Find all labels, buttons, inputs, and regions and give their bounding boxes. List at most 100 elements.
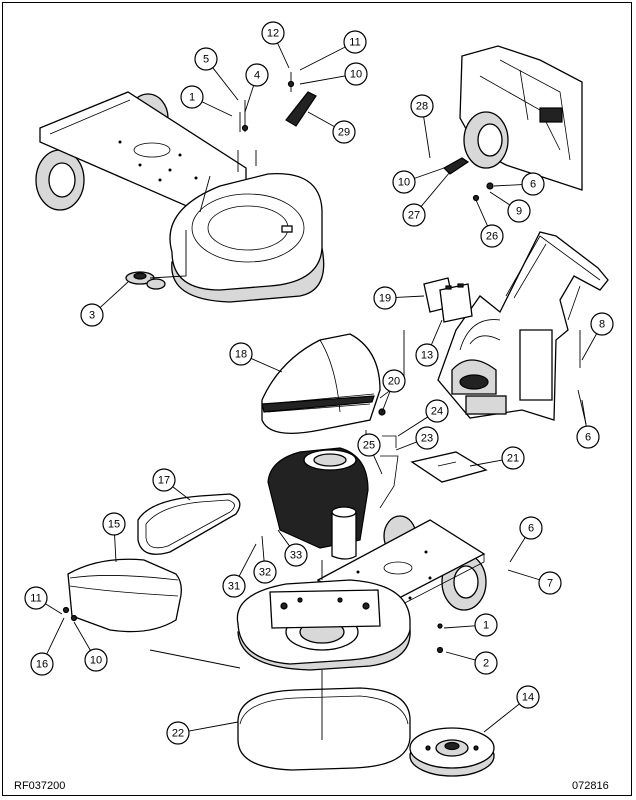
callout-number: 16 (36, 659, 48, 671)
callout-number: 1 (189, 92, 195, 104)
callout-circle (392, 170, 416, 194)
drawing-code-right: 072816 (572, 780, 609, 792)
battery-13 (439, 283, 473, 323)
callout-circle (24, 586, 48, 610)
callout-leader (250, 358, 283, 373)
callout-circle (332, 120, 356, 144)
callout-leader (483, 703, 520, 733)
callout-number: 21 (507, 453, 519, 465)
callout-circle (229, 342, 253, 366)
callout-circle (194, 47, 218, 71)
callout-circle (590, 312, 614, 336)
callout-number: 15 (108, 519, 120, 531)
callout-number: 31 (228, 581, 240, 593)
callout-c-10a: 10 (299, 62, 368, 86)
callout-c-20: 20 (381, 369, 406, 413)
callout-c-7: 7 (507, 569, 562, 595)
callout-circle (245, 63, 269, 87)
callout-circle (576, 425, 600, 449)
callout-number: 23 (421, 433, 433, 445)
callout-leader (423, 116, 431, 159)
callout-leader (277, 42, 290, 69)
callout-number: 6 (530, 179, 536, 191)
chassis-top-left (35, 91, 247, 251)
callout-c-5: 5 (194, 47, 239, 101)
callout-number: 5 (203, 54, 209, 66)
lower-chassis (236, 515, 487, 671)
callout-c-9: 9 (489, 191, 531, 223)
callout-number: 4 (254, 70, 260, 82)
callout-number: 9 (516, 206, 522, 218)
callout-number: 17 (158, 475, 170, 487)
callout-circle (344, 62, 368, 86)
handle-frame-assembly (437, 231, 609, 425)
callout-number: 14 (522, 692, 534, 704)
mounting-bracket (269, 589, 381, 629)
callout-circle (521, 172, 545, 196)
engine-cover-18 (261, 333, 386, 434)
callout-number: 27 (408, 210, 420, 222)
callout-circle (501, 446, 525, 470)
callout-circle (415, 343, 439, 367)
callout-leader (277, 529, 290, 547)
callout-number: 12 (267, 28, 279, 40)
callout-c-2: 2 (445, 651, 498, 675)
callout-leader (45, 603, 63, 615)
callout-leader (420, 171, 451, 207)
callout-leader (212, 67, 239, 101)
callout-c-8: 8 (581, 312, 614, 361)
callout-circle (402, 203, 426, 227)
callout-leader (493, 184, 523, 187)
callout-leader (201, 101, 233, 117)
callout-circle (538, 571, 562, 595)
callout-c-32: 32 (253, 535, 277, 584)
callout-number: 28 (416, 101, 428, 113)
callout-number: 10 (398, 177, 410, 189)
callout-circle (357, 433, 381, 457)
callout-circle (80, 303, 104, 327)
callout-number: 3 (89, 310, 95, 322)
callout-c-4: 4 (244, 63, 269, 113)
callout-c-18: 18 (229, 342, 283, 373)
callout-leader (445, 651, 476, 661)
callout-leader (299, 46, 346, 71)
callout-number: 25 (363, 440, 375, 452)
plate-21 (410, 451, 488, 483)
callout-number: 1 (483, 620, 489, 632)
callout-circle (84, 648, 108, 672)
callout-circle (474, 613, 498, 637)
callout-leader (238, 543, 257, 577)
callout-leader (397, 416, 428, 437)
detail-top-right (443, 45, 583, 202)
callout-number: 6 (528, 523, 534, 535)
callout-leader (475, 199, 488, 227)
battery-group (423, 277, 473, 323)
callout-circle (507, 199, 531, 223)
belt-22 (237, 687, 411, 771)
callout-c-1a: 1 (180, 85, 233, 117)
callout-circle (382, 369, 406, 393)
callout-number: 26 (486, 231, 498, 243)
callout-circle (152, 468, 176, 492)
callout-c-1b: 1 (443, 613, 498, 637)
callouts: 1211541102932861092726198131820624232521… (24, 21, 614, 745)
callout-leader (507, 569, 540, 581)
callout-leader (188, 721, 239, 732)
callout-c-6b: 6 (576, 399, 600, 449)
callout-circle (102, 512, 126, 536)
callout-c-12a: 12 (261, 21, 290, 69)
callout-c-11a: 11 (299, 30, 367, 71)
callout-circle (166, 721, 190, 745)
callout-c-16: 16 (30, 617, 65, 676)
callout-c-10b: 10 (392, 167, 445, 194)
callout-leader (414, 167, 445, 179)
callout-leader (261, 535, 265, 562)
callout-leader (489, 191, 511, 206)
callout-leader (73, 621, 91, 651)
callout-leader (469, 459, 503, 467)
callout-number: 2 (483, 658, 489, 670)
callout-circle (284, 543, 308, 567)
callout-c-3: 3 (80, 281, 129, 327)
callout-leader (581, 333, 598, 361)
